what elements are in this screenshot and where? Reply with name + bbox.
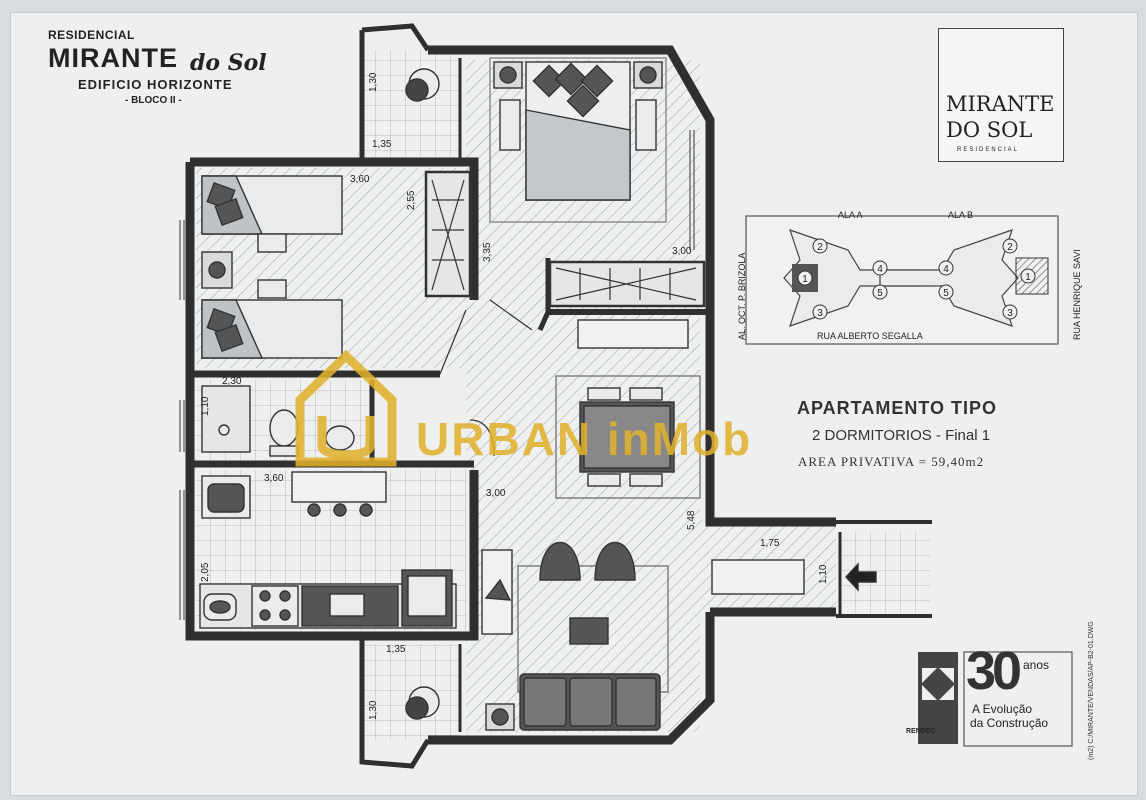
coffee-table: [569, 617, 609, 645]
desk: [257, 233, 287, 253]
logo-line-1: MIRANTE: [946, 92, 1055, 116]
street-bottom-label: RUA ALBERTO SEGALLA: [817, 331, 923, 341]
brand-name-script: do Sol: [190, 50, 267, 76]
suite-furniture: [489, 57, 706, 308]
balcony-furniture: [405, 68, 440, 720]
kitchen-table: [291, 471, 387, 503]
tv-icon: [484, 578, 512, 601]
unit-number: 2: [817, 242, 823, 253]
block-label: - BLOCO II -: [125, 95, 182, 106]
armchair-icon: [539, 541, 581, 581]
pillow-icon: [580, 64, 614, 98]
years-number: 30: [966, 641, 1022, 701]
bedroom-2-furniture: [201, 170, 472, 359]
pillow-icon: [214, 323, 244, 353]
chair: [629, 387, 663, 401]
dim-suite-w: 3,00: [672, 246, 692, 257]
apartment-area: AREA PRIVATIVA = 59,40m2: [798, 454, 985, 469]
kitchen-fixtures: [199, 471, 457, 629]
unit-number: 3: [1007, 308, 1013, 319]
wardrobe-2: [548, 260, 706, 308]
30-years-frame: [963, 651, 1073, 747]
shower-area: [201, 385, 251, 453]
apartment-subtitle: 2 DORMITORIOS - Final 1: [812, 427, 991, 444]
shower-drain-icon: [218, 424, 230, 436]
brand-name: MIRANTE: [48, 43, 178, 73]
mirante-logo: [938, 28, 1064, 162]
dim-balcony-bottom-w: 1,35: [386, 644, 406, 655]
dim-living-w: 3,00: [486, 488, 506, 499]
armchair-icon: [594, 541, 636, 581]
suite-rug: [489, 57, 667, 223]
pillow-icon: [532, 64, 566, 98]
lamp-icon: [208, 261, 226, 279]
rendec-label: RENDEC: [906, 728, 936, 735]
dim-bath-w: 2,30: [222, 376, 242, 387]
balcony-bottom-floor: [362, 644, 460, 740]
dim-kitchen-w: 3,60: [264, 473, 284, 484]
lamp-icon: [639, 66, 657, 84]
wing-a-label: ALA A: [838, 210, 863, 220]
unit-number: 4: [943, 264, 949, 275]
watermark-text: URBAN inMob: [416, 413, 753, 465]
stove-icon: [251, 585, 299, 627]
doors: [439, 299, 533, 457]
living-furniture: [481, 319, 877, 731]
bench: [499, 99, 521, 151]
kitchen-sink-icon: [329, 593, 365, 617]
chair: [629, 473, 663, 487]
badge-line-2: da Construção: [970, 716, 1049, 730]
desk: [257, 279, 287, 299]
dining-rug: [555, 375, 701, 499]
chair: [587, 473, 621, 487]
pillow-icon: [566, 84, 600, 118]
pillow-icon: [554, 62, 588, 96]
wing-a-outline: [783, 229, 921, 327]
windows: [179, 130, 695, 620]
unit-number: 1: [1025, 272, 1031, 283]
wing-b-label: ALA B: [948, 210, 974, 220]
bench: [635, 99, 657, 151]
building-name: EDIFICIO HORIZONTE: [78, 77, 233, 92]
brand-residencial: RESIDENCIAL: [48, 28, 135, 42]
dim-entry-w: 1,75: [760, 538, 780, 549]
construction-badge: [918, 651, 1073, 747]
entry-arrow-icon: [845, 562, 877, 592]
unit-number: 2: [1007, 242, 1013, 253]
unit-number: 5: [943, 288, 949, 299]
bathroom-fixtures: [201, 385, 355, 457]
lamp-icon: [499, 66, 517, 84]
site-plan: [745, 215, 1059, 345]
logo-line-3: RESIDENCIAL: [957, 147, 1020, 153]
logo-line-2: DO SOL: [946, 118, 1033, 142]
lamp-icon: [491, 708, 509, 726]
unit-number: 5: [877, 288, 883, 299]
chair: [587, 387, 621, 401]
unit-number: 3: [817, 308, 823, 319]
unit-number: 1: [802, 274, 808, 285]
entry-bench: [711, 559, 805, 595]
dim-balcony-top-w: 1,35: [372, 139, 392, 150]
dim-bedroom2-w: 3,60: [350, 174, 370, 185]
pillow-icon: [214, 197, 244, 227]
badge-line-1: A Evolução: [972, 702, 1033, 716]
unit-number: 4: [877, 264, 883, 275]
bed-cover: [525, 109, 631, 201]
balcony-top-floor: [362, 50, 460, 160]
sideboard: [577, 319, 689, 349]
walls: [185, 23, 932, 769]
years-suffix: anos: [1023, 658, 1050, 672]
apartment-title: APARTAMENTO TIPO: [797, 398, 997, 418]
